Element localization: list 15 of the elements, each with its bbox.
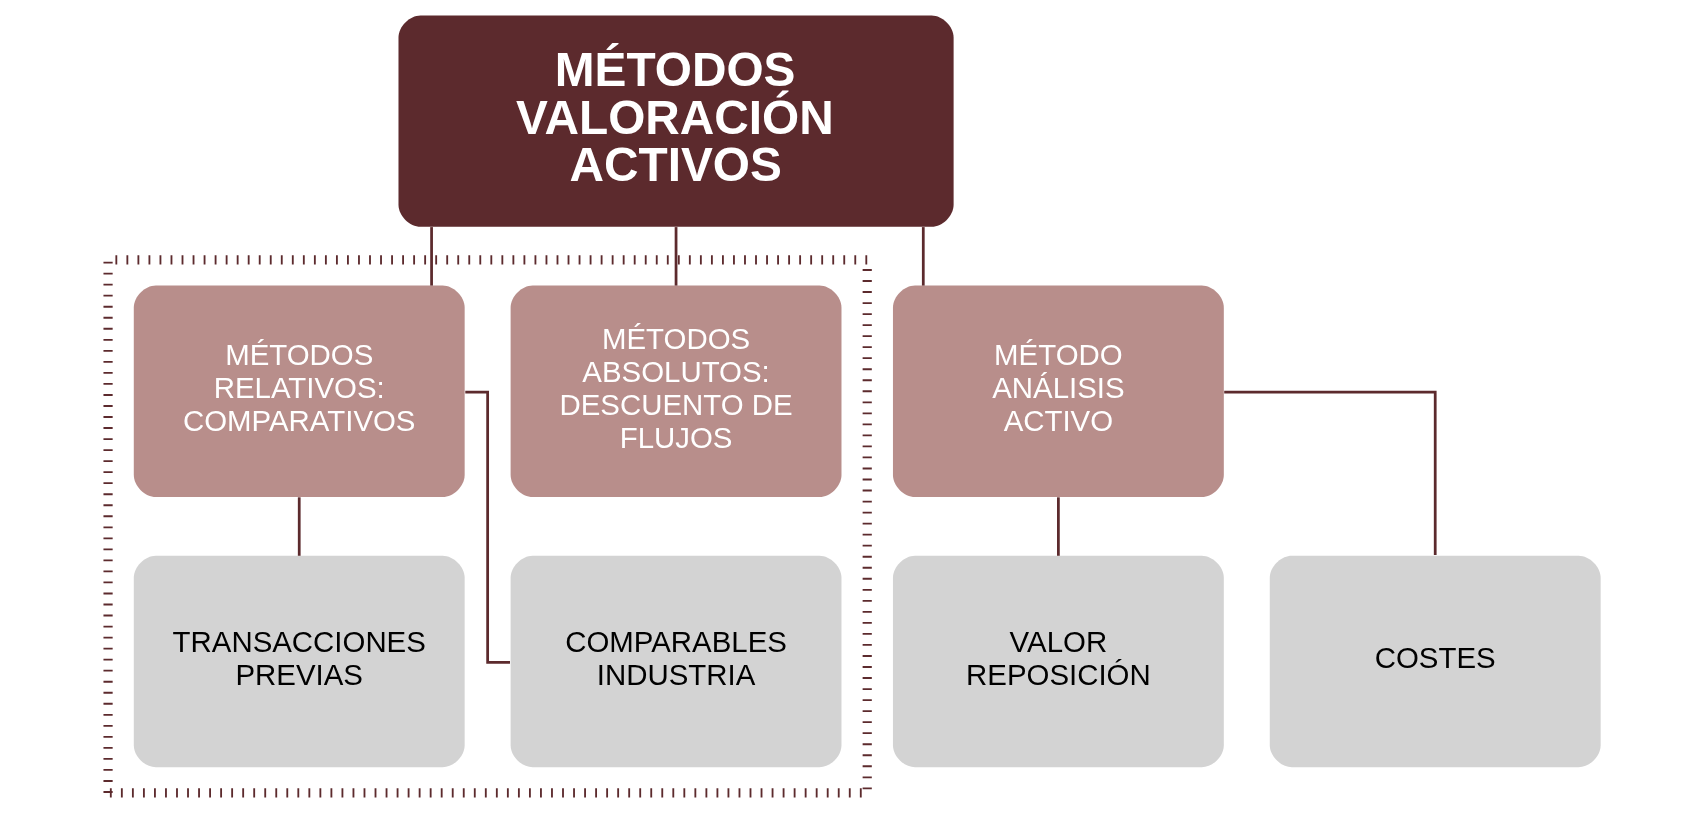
node-box: TRANSACCIONES PREVIAS xyxy=(133,555,465,768)
node-box: COSTES xyxy=(1269,555,1601,768)
connector xyxy=(297,497,301,556)
node-box: MÉTODO ANÁLISIS ACTIVO xyxy=(892,285,1224,497)
cluster xyxy=(103,255,872,798)
node-box: MÉTODOS ABSOLUTOS: DESCUENTO DE FLUJOS xyxy=(510,285,842,497)
node-box: VALOR REPOSICIÓN xyxy=(892,555,1224,768)
node-box: MÉTODOS RELATIVOS: COMPARATIVOS xyxy=(133,285,465,497)
connector xyxy=(430,227,433,286)
connector xyxy=(921,227,925,286)
connector xyxy=(674,227,678,286)
connector xyxy=(1057,497,1060,556)
node-box: COMPARABLES INDUSTRIA xyxy=(510,555,842,768)
connector xyxy=(1224,390,1437,556)
node-box: MÉTODOS VALORACIÓN ACTIVOS xyxy=(398,15,954,227)
